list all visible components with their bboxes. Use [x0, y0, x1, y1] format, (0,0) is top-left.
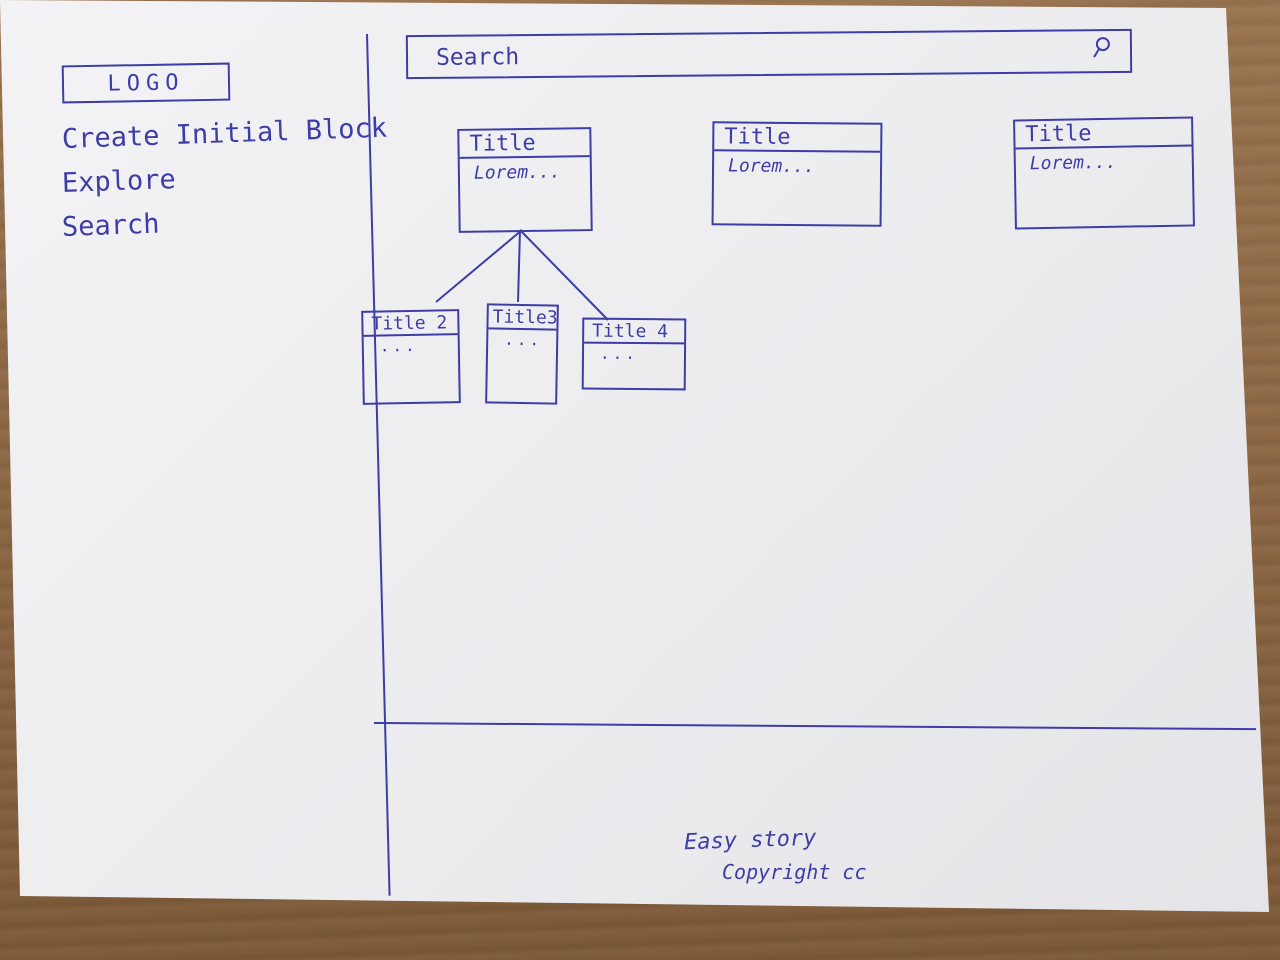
- logo-text: LOGO: [107, 69, 185, 97]
- card-title: Title: [714, 123, 881, 153]
- child-card[interactable]: Title3 ...: [485, 303, 559, 405]
- child-card-title: Title 2: [363, 311, 458, 337]
- nav-item-explore[interactable]: Explore: [61, 164, 177, 199]
- search-bar[interactable]: Search: [405, 28, 1133, 80]
- card[interactable]: Title Lorem...: [457, 127, 593, 233]
- search-icon[interactable]: [1090, 35, 1112, 63]
- child-card-title: Title 4: [584, 319, 685, 345]
- card-title: Title: [459, 129, 590, 159]
- nav-item-search[interactable]: Search: [61, 208, 161, 243]
- child-card-body: ...: [379, 335, 418, 356]
- card-body: Lorem...: [1029, 151, 1117, 175]
- logo[interactable]: LOGO: [61, 62, 231, 104]
- card-title: Title: [1015, 118, 1192, 150]
- footer-title: Easy story: [683, 825, 817, 856]
- card[interactable]: Title Lorem...: [1013, 116, 1195, 230]
- card-body: Lorem...: [473, 161, 561, 184]
- child-card-body: ...: [599, 343, 638, 364]
- footer-divider: [373, 722, 1256, 731]
- child-card-title: Title3: [488, 305, 558, 331]
- card[interactable]: Title Lorem...: [711, 121, 883, 227]
- footer-copyright: Copyright cc: [722, 860, 867, 884]
- child-card-body: ...: [504, 329, 543, 350]
- nav-item-create-initial-block[interactable]: Create Initial Block: [61, 112, 388, 155]
- card-body: Lorem...: [727, 155, 815, 178]
- sidebar-divider: [366, 33, 391, 896]
- child-card[interactable]: Title 2 ...: [361, 309, 461, 405]
- search-input[interactable]: Search: [435, 44, 520, 71]
- child-card[interactable]: Title 4 ...: [581, 317, 687, 391]
